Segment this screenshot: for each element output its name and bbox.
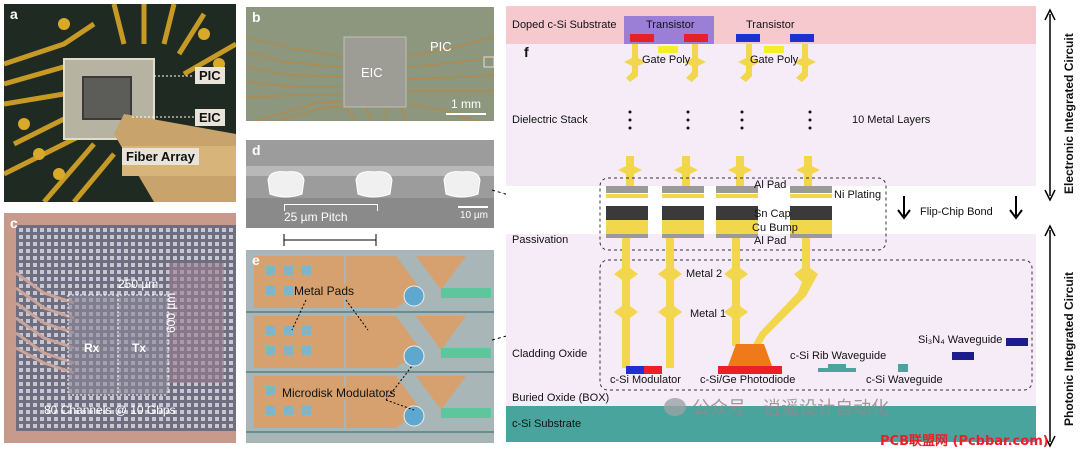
panel-a-letter: a <box>10 6 18 22</box>
panel-f-letter: f <box>524 44 529 60</box>
fiber-array-label: Fiber Array <box>122 148 199 165</box>
photodiode-label: c-Si/Ge Photodiode <box>700 374 796 386</box>
tx-label: Tx <box>132 341 147 355</box>
a-leader-lines <box>132 75 194 118</box>
wechat-text: 公众号 · 逍遥设计自动化 <box>692 398 890 419</box>
gate-poly-2-label: Gate Poly <box>750 54 799 66</box>
scale-bar-d <box>458 206 488 208</box>
cross-section-diagram <box>506 6 1056 448</box>
bump-sem <box>246 140 494 228</box>
eic-label-a: EIC <box>195 109 225 126</box>
height-label: 600 µm <box>164 292 178 333</box>
al-pad-bottom-label: Al Pad <box>754 235 787 247</box>
dielectric-stack-label: Dielectric Stack <box>512 114 588 126</box>
eic-label-b: EIC <box>361 65 383 80</box>
panel-c: c 250 µm 600 µm Rx Tx 80 Channels @ 10 G… <box>4 213 236 443</box>
panel-c-letter: c <box>10 215 18 231</box>
site-watermark: PCB联盟网 (Pcbbar.com) <box>880 434 1049 449</box>
scale-bar-b <box>446 113 486 115</box>
microdisk-label: Microdisk Modulators <box>282 386 396 400</box>
scale-b: 1 mm <box>451 97 481 111</box>
sn-cap-label: Sn Cap <box>754 208 791 220</box>
scale-d: 10 µm <box>460 210 488 221</box>
passivation-label: Passivation <box>512 234 569 246</box>
pitch-ruler <box>283 234 377 246</box>
panel-e: e Metal Pads Microdisk Modulators <box>246 250 494 443</box>
panel-e-letter: e <box>252 252 260 268</box>
pitch-label: 25 µm Pitch <box>284 210 348 224</box>
panel-d-letter: d <box>252 142 261 158</box>
channels-label: 80 Channels @ 10 Gbps <box>44 403 176 417</box>
metal-pads-label: Metal Pads <box>294 284 355 298</box>
doped-substrate-label: Doped c-Si Substrate <box>512 19 617 31</box>
wechat-icon <box>664 398 686 416</box>
modulator-label: c-Si Modulator <box>610 374 681 386</box>
cladding-oxide-label: Cladding Oxide <box>512 348 588 360</box>
metal-layers-label: 10 Metal Layers <box>852 114 931 126</box>
wechat-watermark: 公众号 · 逍遥设计自动化 <box>664 394 889 420</box>
buried-oxide-label: Buried Oxide (BOX) <box>512 392 610 404</box>
e-leader-lines <box>291 299 415 411</box>
metal-2-label: Metal 2 <box>686 268 723 280</box>
al-pad-top-label: Al Pad <box>754 179 787 191</box>
panel-f: Doped c-Si Substrate Transistor Transist… <box>506 6 1080 451</box>
eic-pic-micrograph <box>246 7 494 121</box>
eic-side-label: Electronic Integrated Circuit <box>1062 33 1076 194</box>
metal-1-label: Metal 1 <box>690 308 727 320</box>
width-label: 250 µm <box>118 277 159 291</box>
pic-label-a: PIC <box>195 67 225 84</box>
transceiver-layout <box>4 213 236 443</box>
panel-b: b EIC PIC 1 mm <box>246 7 494 121</box>
cu-bump-label: Cu Bump <box>752 222 798 234</box>
csi-waveguide-label: c-Si Waveguide <box>866 374 943 386</box>
panel-b-letter: b <box>252 9 261 25</box>
pic-side-label: Photonic Integrated Circuit <box>1062 271 1076 426</box>
substrate-label: c-Si Substrate <box>512 418 582 430</box>
panel-a: a PIC EIC Fiber Array <box>4 4 236 202</box>
panel-d: d 25 µm Pitch 10 µm <box>246 140 494 228</box>
si3n4-waveguide-label: Si₃N₄ Waveguide <box>918 334 1003 346</box>
gate-poly-1-label: Gate Poly <box>642 54 691 66</box>
transistor-2-label: Transistor <box>746 19 795 31</box>
pic-label-b: PIC <box>430 39 452 54</box>
transistor-1-label: Transistor <box>646 19 695 31</box>
flip-chip-label: Flip-Chip Bond <box>920 206 993 218</box>
rib-waveguide-label: c-Si Rib Waveguide <box>790 350 887 362</box>
pitch-bracket <box>284 204 378 211</box>
ni-plating-label: Ni Plating <box>834 189 882 201</box>
rx-label: Rx <box>84 341 100 355</box>
